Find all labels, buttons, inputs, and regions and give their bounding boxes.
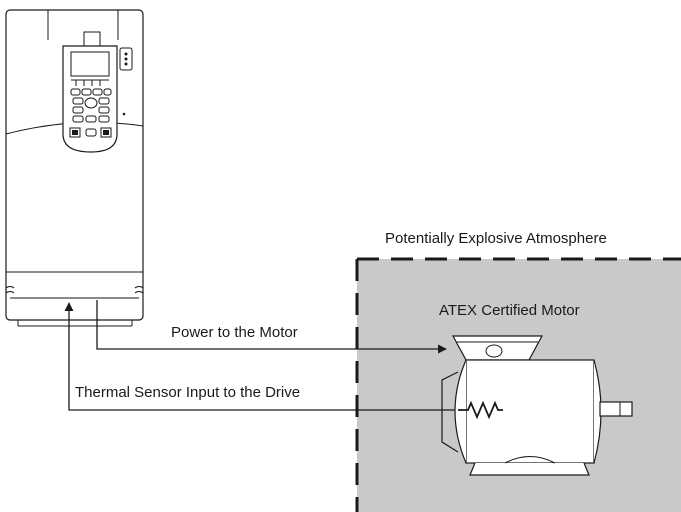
power-wire <box>96 300 447 354</box>
motor-label: ATEX Certified Motor <box>439 302 580 319</box>
thermal-sensor-icon <box>458 400 503 420</box>
sensor-label: Thermal Sensor Input to the Drive <box>75 384 300 401</box>
sensor-wire <box>64 302 458 411</box>
drive-icon <box>5 9 144 327</box>
hazard-zone-label: Potentially Explosive Atmosphere <box>385 230 607 247</box>
power-label: Power to the Motor <box>171 324 298 341</box>
motor-icon <box>441 335 633 476</box>
hazard-zone-border <box>355 257 681 512</box>
